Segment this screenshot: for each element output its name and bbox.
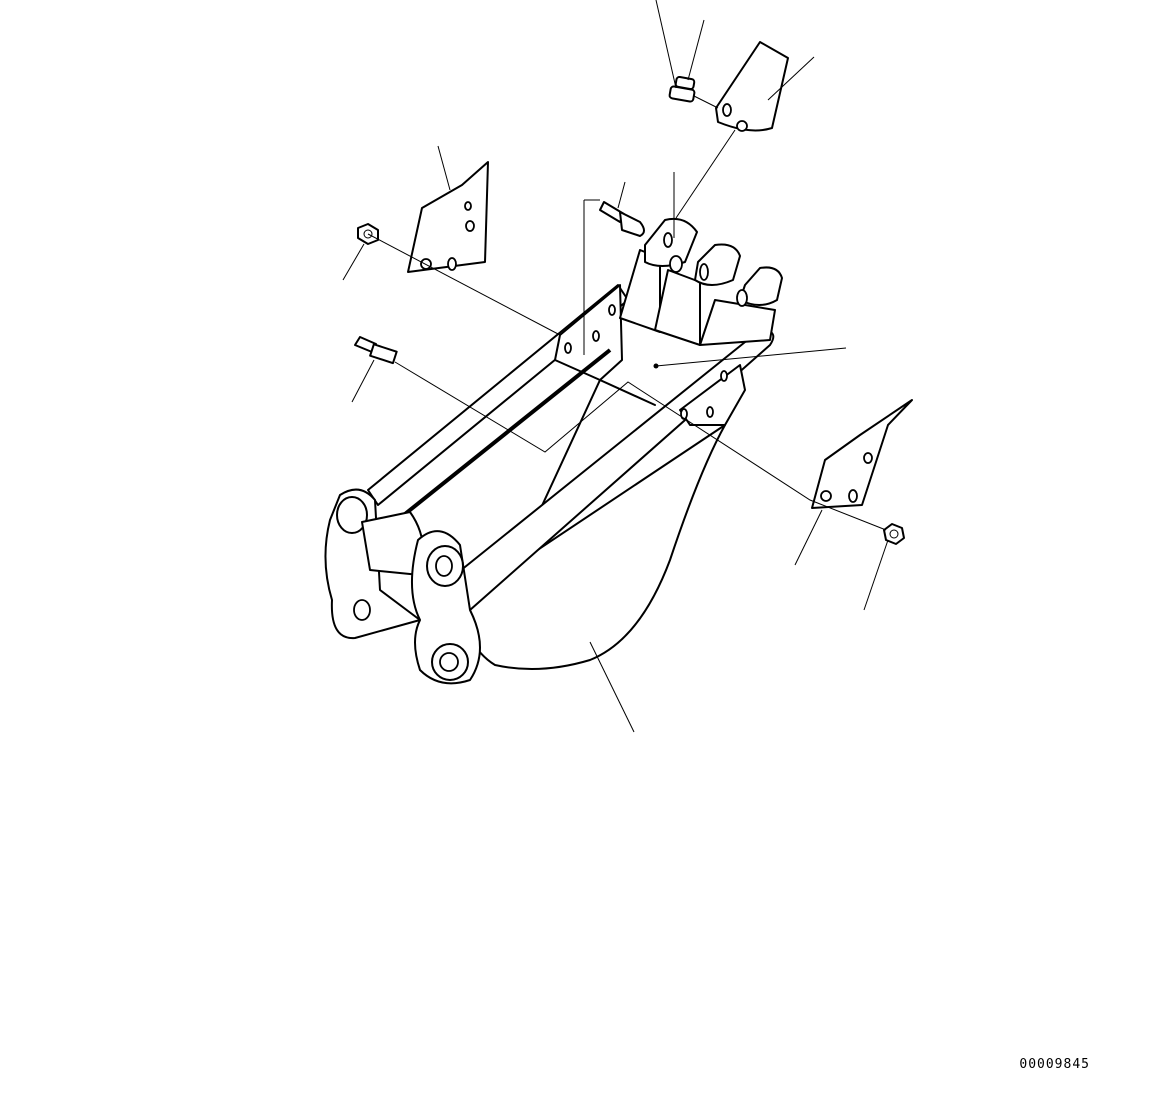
leader-lines <box>342 0 889 733</box>
drawing-reference-number: 00009845 <box>1019 1057 1090 1072</box>
bucket-body <box>367 284 775 670</box>
side-cutter-left <box>407 161 489 273</box>
assembly-lines <box>367 95 887 531</box>
tooth-point <box>715 41 789 132</box>
bolt-upper <box>599 201 645 237</box>
bucket-teeth <box>619 217 783 346</box>
nut-right <box>883 523 905 545</box>
bolt-lower <box>354 336 398 365</box>
side-cutter-right <box>811 399 913 509</box>
bucket-mounting-bosses <box>324 488 481 685</box>
tooth-pin <box>668 75 696 103</box>
